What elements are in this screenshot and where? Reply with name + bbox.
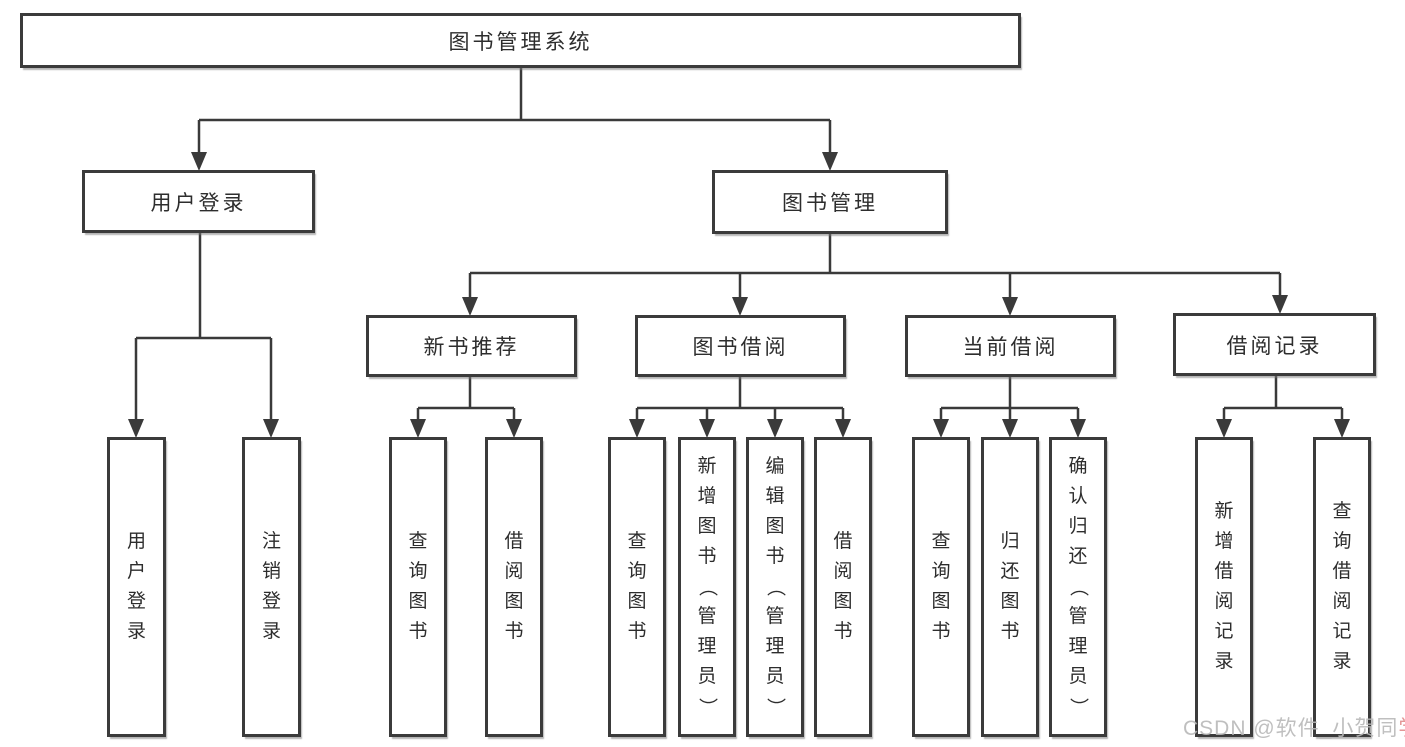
leaf-label: 编辑图书（管理员）	[764, 456, 786, 717]
leaf-label: 新增图书（管理员）	[696, 456, 718, 717]
node-label: 图书管理	[782, 192, 878, 215]
leaf-cb-return-books: 归还图书	[981, 437, 1039, 737]
leaf-bb-query-books: 查询图书	[608, 437, 666, 737]
node-book-management: 图书管理	[712, 170, 948, 234]
leaf-nbr-borrow-books: 借阅图书	[485, 437, 543, 737]
node-label: 图书管理系统	[448, 30, 593, 54]
leaf-nbr-query-books: 查询图书	[389, 437, 447, 737]
leaf-label: 归还图书	[1000, 531, 1020, 642]
node-label: 新书推荐	[423, 336, 520, 359]
node-borrowing-records: 借阅记录	[1173, 313, 1376, 376]
leaf-label: 查询图书	[931, 531, 951, 642]
leaf-br-query-record: 查询借阅记录	[1313, 437, 1371, 737]
leaf-label: 用户登录	[126, 531, 146, 642]
node-label: 图书借阅	[692, 336, 789, 359]
leaf-bb-borrow-books: 借阅图书	[814, 437, 872, 737]
leaf-label: 查询图书	[627, 531, 647, 642]
node-user-login: 用户登录	[82, 170, 315, 233]
leaf-label: 确认归还（管理员）	[1067, 456, 1089, 717]
arrowheads	[128, 152, 1350, 438]
leaf-label: 借阅图书	[504, 531, 524, 642]
leaf-br-add-record: 新增借阅记录	[1195, 437, 1253, 737]
leaf-label: 查询图书	[408, 531, 428, 642]
leaf-cb-confirm-return-admin: 确认归还（管理员）	[1049, 437, 1107, 737]
node-label: 借阅记录	[1226, 334, 1323, 358]
leaf-logout-login: 注销登录	[242, 437, 301, 737]
node-label: 当前借阅	[962, 336, 1059, 359]
node-current-borrowing: 当前借阅	[905, 315, 1116, 377]
leaf-cb-query-books: 查询图书	[912, 437, 970, 737]
node-label: 用户登录	[150, 191, 247, 215]
leaf-label: 查询借阅记录	[1332, 501, 1352, 672]
node-library-management-system: 图书管理系统	[20, 13, 1021, 68]
leaf-bb-edit-books-admin: 编辑图书（管理员）	[746, 437, 804, 737]
leaf-user-login: 用户登录	[107, 437, 166, 737]
leaf-label: 注销登录	[261, 531, 281, 642]
leaf-label: 新增借阅记录	[1214, 501, 1234, 672]
node-new-book-recommend: 新书推荐	[366, 315, 577, 377]
node-book-borrowing: 图书借阅	[635, 315, 846, 377]
leaf-label: 借阅图书	[833, 531, 853, 642]
leaf-bb-add-books-admin: 新增图书（管理员）	[678, 437, 736, 737]
